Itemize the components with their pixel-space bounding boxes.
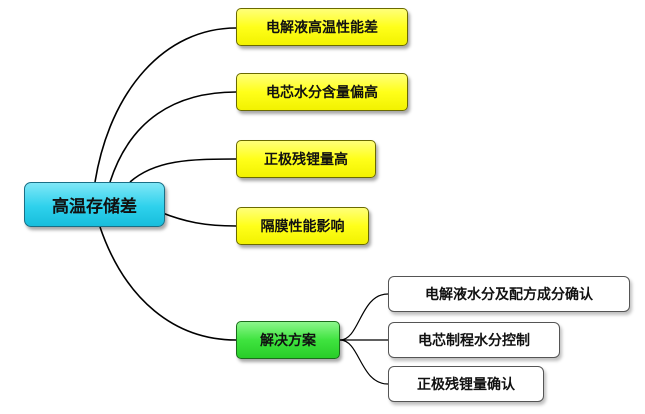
- branch-node-3[interactable]: 正极残锂量高: [236, 140, 376, 178]
- connector-solution-to-leaf-3: [339, 339, 389, 385]
- solution-leaf-node-1[interactable]: 电解液水分及配方成分确认: [388, 276, 630, 312]
- connector-solution-to-leaf-1: [339, 293, 389, 341]
- solution-node[interactable]: 解决方案: [236, 321, 340, 359]
- connector-root-to-branch-3: [129, 158, 237, 183]
- connector-root-to-branch-2: [109, 91, 237, 183]
- solution-leaf-node-3[interactable]: 正极残锂量确认: [388, 366, 544, 402]
- branch-node-1[interactable]: 电解液高温性能差: [236, 8, 408, 46]
- connector-root-to-branch-5: [99, 226, 237, 341]
- connector-root-to-branch-4: [159, 211, 237, 227]
- solution-leaf-node-2[interactable]: 电芯制程水分控制: [388, 322, 560, 358]
- root-node[interactable]: 高温存储差: [24, 182, 165, 227]
- connector-root-to-branch-1: [94, 27, 237, 183]
- branch-node-4[interactable]: 隔膜性能影响: [236, 207, 369, 245]
- branch-node-2[interactable]: 电芯水分含量偏高: [236, 73, 408, 111]
